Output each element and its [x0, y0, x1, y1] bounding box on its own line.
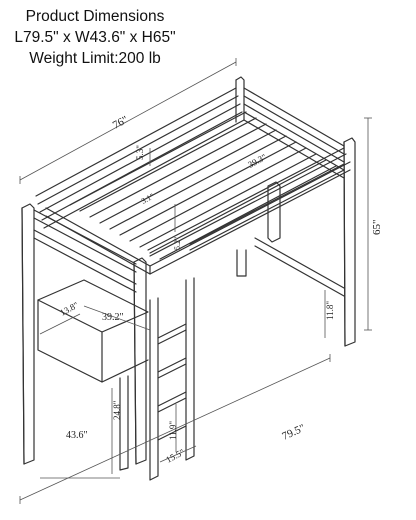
desk-width-label: 39.2" — [102, 312, 124, 323]
overall-height-label: 65" — [371, 220, 383, 236]
step-spacing-label: 11.9" — [168, 421, 178, 440]
spec-dimensions: L79.5" x W43.6" x H65" — [14, 29, 176, 46]
mattress-width-label: 39.3" — [246, 152, 268, 170]
spec-weight-limit: Weight Limit:200 lb — [29, 50, 161, 67]
slat-spacing-label: 3.1" — [140, 192, 156, 206]
ladder-width-label: 15.5" — [164, 447, 186, 465]
overall-length-label: 79.5" — [280, 422, 307, 443]
guard-height-label: 5.3" — [135, 145, 145, 160]
dimension-lines — [19, 58, 372, 504]
bed-frame-lines — [21, 76, 356, 481]
desk-height-label: 24.8" — [112, 400, 122, 420]
clearance-label: 11.8" — [325, 301, 335, 320]
product-spec-header: Product Dimensions L79.5" x W43.6" x H65… — [0, 6, 190, 69]
overall-width-label: 43.6" — [66, 430, 88, 441]
rail-gap-label: 5.2" — [173, 237, 182, 250]
spec-title: Product Dimensions — [25, 8, 165, 25]
